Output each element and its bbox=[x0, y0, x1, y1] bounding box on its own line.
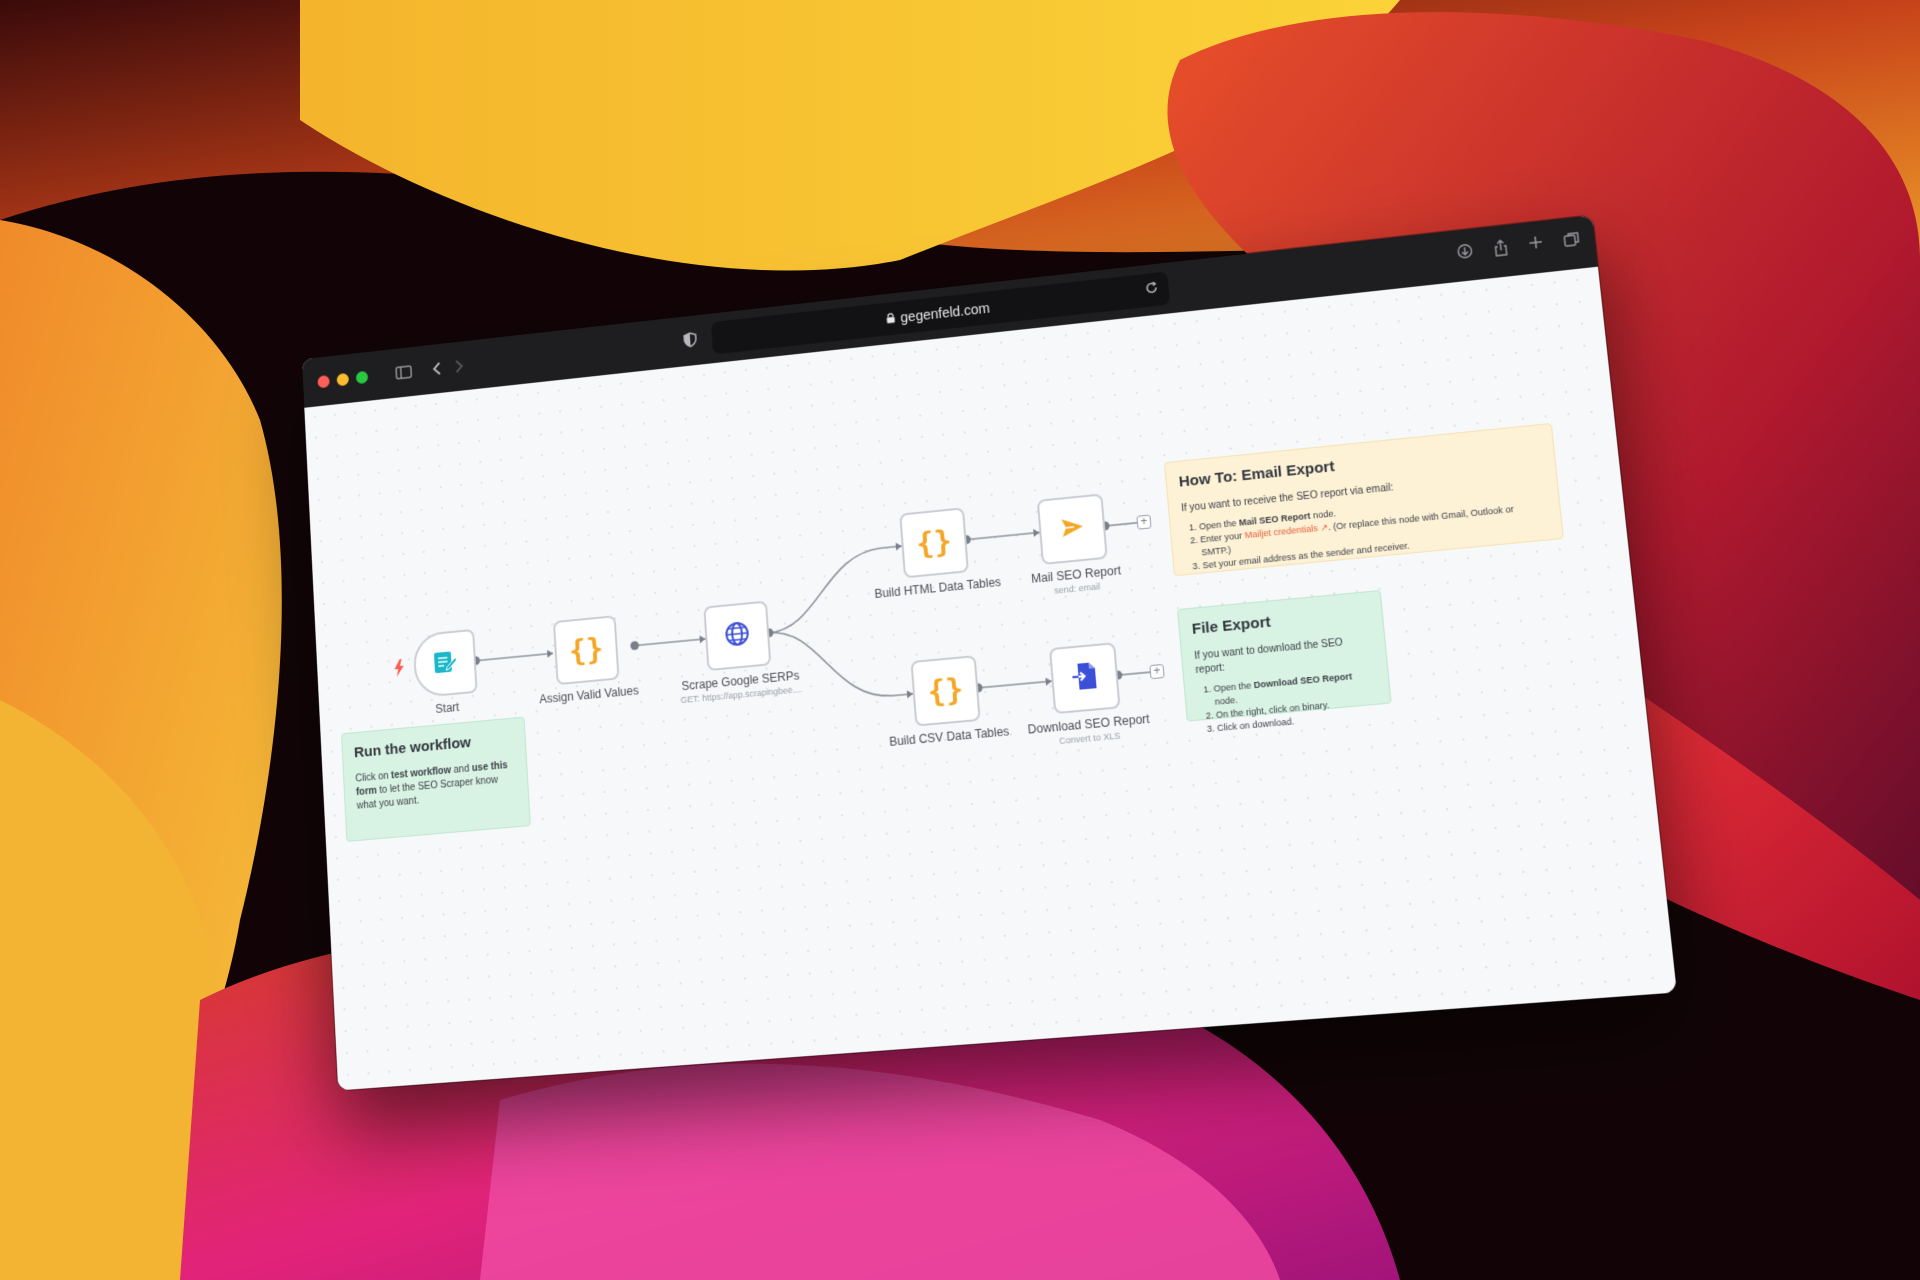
zoom-window-button[interactable] bbox=[355, 370, 369, 384]
edge-start-assign bbox=[476, 653, 553, 660]
sidebar-toggle-icon[interactable] bbox=[395, 365, 412, 380]
reload-icon[interactable] bbox=[1144, 280, 1159, 298]
workflow-connections bbox=[471, 267, 1677, 1091]
input-arrow bbox=[1033, 528, 1040, 537]
sticky-note-run-workflow[interactable]: Run the workflow Click on test workflow … bbox=[340, 716, 531, 842]
edge-assign-scrape bbox=[635, 639, 706, 646]
file-convert-icon bbox=[1069, 659, 1100, 697]
share-icon[interactable] bbox=[1493, 239, 1510, 263]
node-scrape-google-serps[interactable] bbox=[703, 600, 772, 672]
back-arrow-icon[interactable] bbox=[432, 361, 442, 377]
edge-mail-out bbox=[1105, 523, 1137, 526]
node-download-seo-report[interactable] bbox=[1048, 642, 1121, 715]
close-window-button[interactable] bbox=[317, 374, 330, 388]
sticky-title: Run the workflow bbox=[353, 734, 472, 762]
privacy-shield-icon[interactable] bbox=[683, 331, 698, 352]
node-build-csv-data-tables[interactable]: {} bbox=[910, 655, 981, 727]
trigger-bolt-icon bbox=[393, 658, 405, 682]
workflow-canvas[interactable]: Start {} Assign Valid Values Scrape Goog… bbox=[304, 266, 1677, 1091]
output-handle bbox=[961, 534, 972, 545]
edge-csv-download bbox=[978, 681, 1052, 688]
tab-overview-icon[interactable] bbox=[1563, 231, 1582, 256]
browser-window: gegenfeld.com bbox=[301, 215, 1677, 1091]
url-text: gegenfeld.com bbox=[899, 300, 991, 326]
lock-icon bbox=[885, 311, 895, 327]
braces-icon: {} bbox=[567, 631, 605, 669]
download-icon[interactable] bbox=[1456, 243, 1475, 267]
edge-download-out bbox=[1118, 672, 1150, 675]
send-icon bbox=[1058, 513, 1086, 546]
form-icon bbox=[430, 645, 460, 681]
output-handle bbox=[630, 640, 640, 651]
add-node-plus-icon[interactable]: + bbox=[1149, 663, 1165, 680]
forward-arrow-icon[interactable] bbox=[454, 358, 464, 374]
sticky-body: Click on test workflow and use this form… bbox=[355, 760, 508, 812]
node-build-html-data-tables[interactable]: {} bbox=[899, 507, 969, 579]
braces-icon: {} bbox=[926, 671, 965, 710]
sticky-title: File Export bbox=[1191, 613, 1272, 638]
minimize-window-button[interactable] bbox=[336, 372, 350, 386]
new-tab-icon[interactable] bbox=[1528, 235, 1545, 259]
edge-html-mail bbox=[966, 532, 1039, 539]
braces-icon: {} bbox=[914, 523, 954, 562]
globe-icon bbox=[722, 617, 753, 654]
node-assign-valid-values[interactable]: {} bbox=[552, 615, 620, 686]
sticky-note-file-export[interactable]: File Export If you want to download the … bbox=[1176, 589, 1392, 733]
input-arrow bbox=[547, 649, 554, 658]
add-node-plus-icon[interactable]: + bbox=[1136, 514, 1152, 530]
node-mail-seo-report[interactable] bbox=[1036, 493, 1108, 565]
